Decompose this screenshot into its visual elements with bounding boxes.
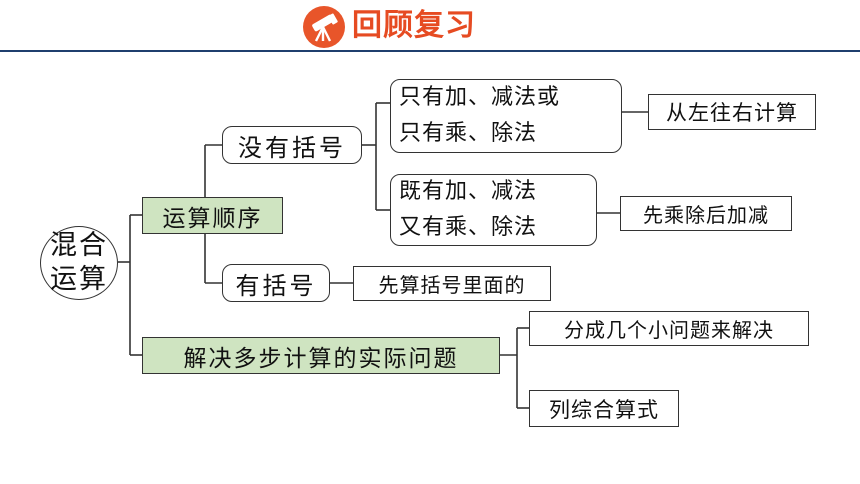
node-no-bracket: 没有括号 — [222, 126, 362, 164]
node-line: 又有乘、除法 — [399, 215, 538, 240]
node-operation-order: 运算顺序 — [142, 197, 283, 234]
root-line-1: 混合 — [50, 230, 108, 261]
node-line: 既有加、减法 — [399, 179, 538, 204]
root-node: 混合 运算 — [40, 226, 118, 300]
root-line-2: 运算 — [50, 264, 108, 295]
node-both-ops: 既有加、减法 又有乘、除法 — [390, 174, 597, 246]
node-split-problems: 分成几个小问题来解决 — [529, 311, 809, 346]
page-title: 回顾复习 — [352, 8, 476, 43]
node-mul-div-first: 先乘除后加减 — [620, 196, 792, 231]
node-left-to-right: 从左往右计算 — [648, 94, 816, 130]
node-line: 只有加、减法或 — [399, 85, 561, 110]
node-with-bracket: 有括号 — [222, 264, 330, 302]
header-divider — [0, 50, 860, 52]
node-only-add-or-mul: 只有加、减法或 只有乘、除法 — [390, 79, 622, 153]
node-multi-step-problems: 解决多步计算的实际问题 — [142, 337, 500, 374]
node-bracket-first: 先算括号里面的 — [353, 266, 551, 301]
telescope-icon — [303, 6, 345, 48]
node-combined-formula: 列综合算式 — [529, 390, 679, 427]
node-line: 只有乘、除法 — [399, 121, 538, 146]
